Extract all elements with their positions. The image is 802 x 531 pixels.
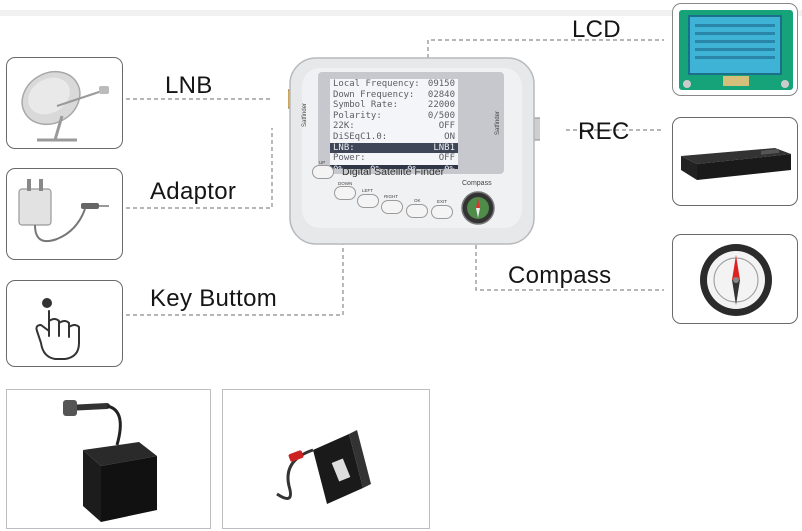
device-compass-icon [460,190,496,226]
lnb-dish-box [6,57,123,149]
compass-box [672,234,798,324]
lcd-board-icon [673,4,798,96]
screen-row: Power:OFF [330,153,458,164]
adaptor-label: Adaptor [150,178,236,206]
ok-button-label: OK [414,198,421,203]
compass-caption: Compass [462,180,492,187]
down-button-label: DOWN [338,181,352,186]
screen-row: Polarity:0/500 [330,111,458,122]
ok-button[interactable] [406,204,428,218]
screen-row-selected: LNB:LNB1 [330,143,458,154]
key-button-label: Key Buttom [150,285,277,313]
set-top-box-icon [673,118,798,206]
adaptor-box [6,168,123,260]
hand-press-icon [7,281,123,367]
battery-holder-box [6,389,211,529]
satellite-dish-icon [7,58,123,149]
compass-label: Compass [508,262,611,290]
lnb-label: LNB [165,72,213,100]
screen-row: Local Frequency:09150 [330,79,458,90]
device-title: Digital Satellite Finder [342,166,444,178]
side-brand-right: Satfinder [495,111,501,135]
screen-row: DiSEqC1.0:ON [330,132,458,143]
screen-row: Down Frequency:02840 [330,90,458,101]
power-adapter-box [222,389,430,529]
exit-button[interactable] [431,205,453,219]
ac-adapter-icon [223,390,430,529]
exit-button-label: EXIT [437,199,447,204]
up-button-label: UP [319,160,325,165]
right-button-label: RIGHT [384,194,398,199]
left-button-label: LEFT [362,188,373,193]
up-button[interactable] [312,165,334,179]
battery-holder-icon [7,390,211,529]
rec-label: REC [578,118,630,146]
compass-icon [673,235,798,324]
lcd-screen: Local Frequency:09150 Down Frequency:028… [330,79,458,169]
down-button[interactable] [334,186,356,200]
screen-row: 22K:OFF [330,121,458,132]
side-brand-left: Satfinder [302,103,308,127]
power-adaptor-icon [7,169,123,260]
receiver-box [672,117,798,206]
left-button[interactable] [357,194,379,208]
right-button[interactable] [381,200,403,214]
screen-row: Symbol Rate:22000 [330,100,458,111]
lcd-box [672,3,798,96]
lcd-label: LCD [572,16,621,44]
key-button-box [6,280,123,367]
